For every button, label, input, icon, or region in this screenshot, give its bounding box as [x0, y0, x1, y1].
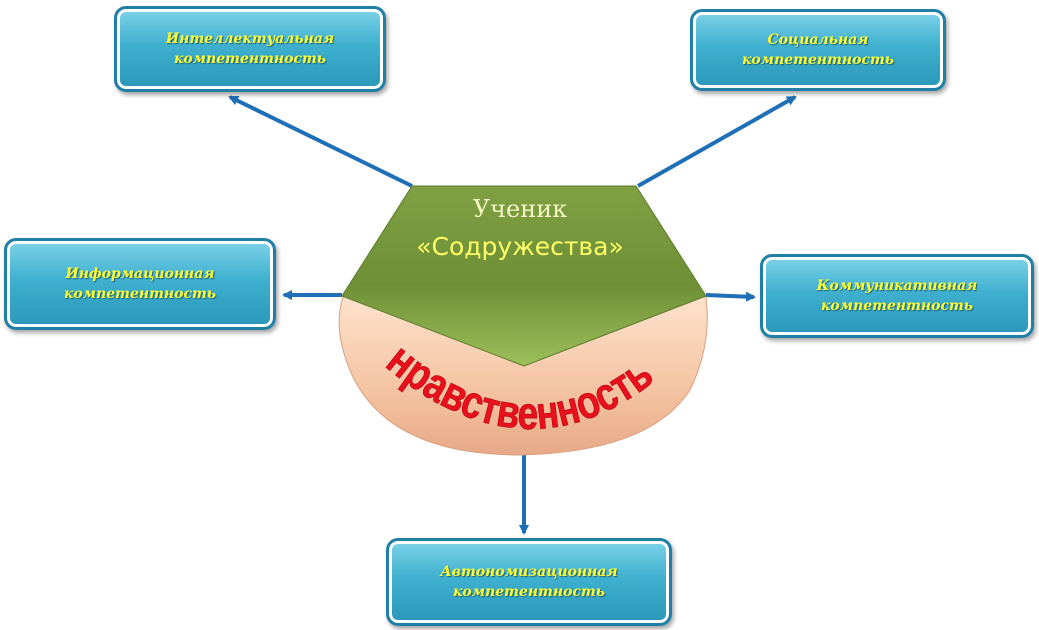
autonomization-competence-label: Автономизационная компетентность [440, 564, 618, 600]
arrow-to-communicative [705, 291, 756, 302]
intellectual-competence-box: Интеллектуальная компетентность [114, 6, 386, 92]
informational-competence-box: Информационная компетентность [4, 238, 276, 330]
autonomization-competence-box: Автономизационная компетентность [386, 538, 672, 626]
intellectual-competence-label: Интеллектуальная компетентность [165, 31, 335, 67]
center-title-line1: Ученик [472, 195, 568, 223]
social-competence-box: Социальная компетентность [690, 9, 946, 91]
morality-arch [338, 296, 708, 456]
center-pentagon [341, 185, 707, 367]
social-competence-label: Социальная компетентность [741, 32, 895, 68]
center-title-line2: «Содружества» [416, 232, 624, 261]
informational-competence-label: Информационная компетентность [63, 266, 217, 302]
arrow-to-intellectual [228, 95, 413, 188]
communicative-competence-label: Коммуникативная компетентность [816, 278, 978, 314]
arrow-to-social [637, 95, 797, 188]
communicative-competence-box: Коммуникативная компетентность [760, 254, 1034, 338]
